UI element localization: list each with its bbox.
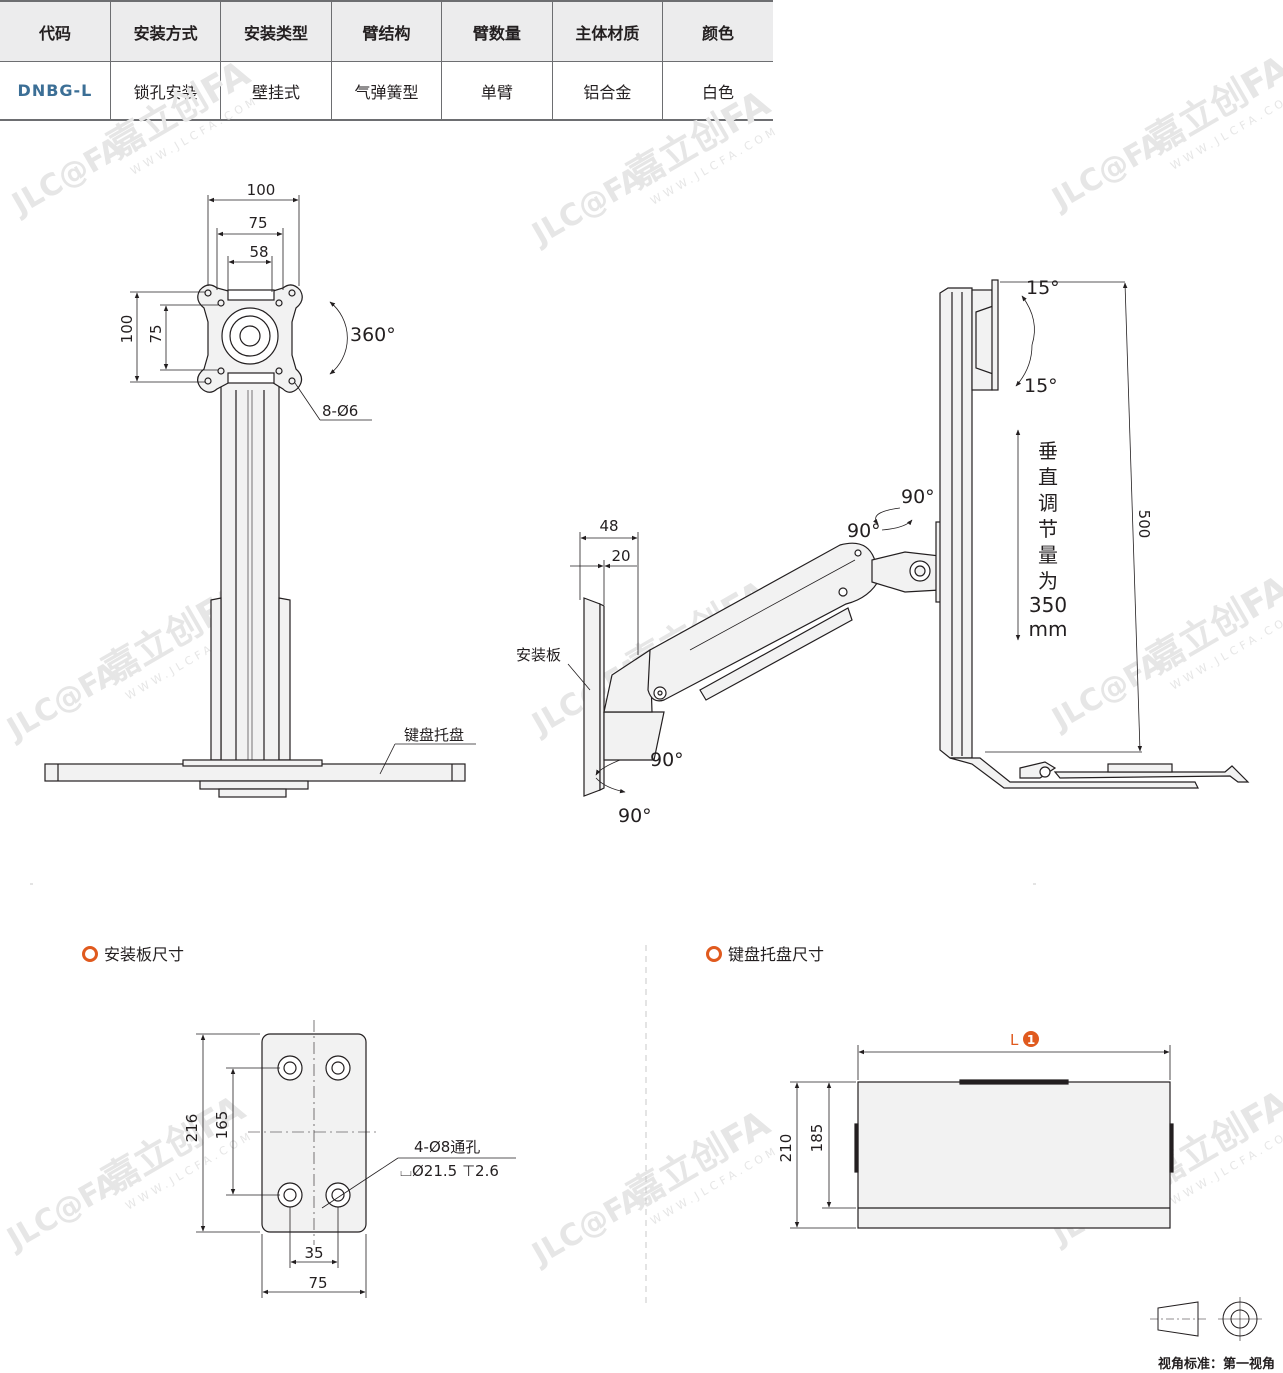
spec-data-row: DNBG-L 锁孔安装 壁挂式 气弹簧型 单臂 铝合金 白色 (0, 61, 773, 121)
dim-width-58: 58 (249, 243, 268, 261)
cell-code: DNBG-L (0, 61, 111, 121)
header-mount-type: 安装类型 (220, 0, 332, 62)
side-column (939, 287, 973, 759)
base-b: 90° (618, 805, 652, 827)
header-arm-count: 臂数量 (441, 0, 553, 62)
dim-75: 75 (308, 1274, 327, 1292)
projection-label: 视角标准：第一视角 (1158, 1356, 1275, 1372)
dim-height-75: 75 (147, 324, 165, 343)
swivel-a: 90° (901, 486, 935, 508)
holes-8-6: 8-Ø6 (322, 402, 358, 420)
note-badge-number: 1 (1027, 1033, 1035, 1047)
hole-note-1: 4-Ø8通孔 (414, 1138, 480, 1156)
dim-35: 35 (304, 1244, 323, 1262)
side-tray (949, 757, 1199, 789)
header-material: 主体材质 (551, 0, 663, 62)
dim-width-75: 75 (248, 214, 267, 232)
side-arm (647, 542, 881, 702)
watermark-6: JLC@FA 嘉立创FA WWW.JLCFA.COM (1045, 568, 1283, 738)
cell-arm-count: 单臂 (441, 61, 553, 121)
tray-section-title: 键盘托盘尺寸 (728, 945, 824, 964)
header-arm-structure: 臂结构 (330, 0, 442, 62)
dim-500: 500 (1135, 510, 1153, 539)
dim-48: 48 (599, 517, 618, 535)
mount-plate-drawing (248, 1020, 380, 1245)
header-color: 颜色 (662, 0, 773, 62)
bullet-icon (706, 946, 722, 962)
dim-width-100: 100 (247, 181, 276, 199)
note-badge (1023, 1031, 1039, 1047)
front-pole (220, 379, 280, 773)
vertical-char-3: 调 (1038, 491, 1058, 515)
rotation-360: 360° (350, 324, 396, 346)
mount-plate-label: 安装板 (516, 646, 561, 664)
cell-mount-type: 壁挂式 (220, 61, 332, 121)
vertical-char-4: 节 (1038, 517, 1058, 541)
bullet-icon (82, 946, 98, 962)
tilt-top: 15° (1026, 277, 1060, 299)
watermark-8: JLC@FA 嘉立创FA WWW.JLCFA.COM (525, 1103, 781, 1273)
dim-210: 210 (777, 1134, 795, 1163)
watermark-2: JLC@FA 嘉立创FA WWW.JLCFA.COM (525, 83, 781, 253)
tray-dimensions (790, 1045, 1171, 1229)
tray-drawing (854, 1079, 1174, 1229)
base-a: 90° (650, 749, 684, 771)
vertical-char-1: 垂 (1038, 439, 1058, 463)
vertical-char-5: 量 (1038, 543, 1058, 567)
plate-dimensions (196, 1033, 516, 1298)
watermark-3: JLC@FA 嘉立创FA WWW.JLCFA.COM (1045, 48, 1283, 218)
tilt-bottom: 15° (1024, 375, 1058, 397)
tray-label: 键盘托盘 (404, 726, 464, 744)
plate-section-title: 安装板尺寸 (104, 945, 184, 964)
cell-color: 白色 (662, 61, 773, 121)
vertical-unit: mm (1029, 617, 1068, 641)
hole-note-2: ⌴Ø21.5 ⊤2.6 (400, 1162, 499, 1180)
dim-216: 216 (183, 1114, 201, 1143)
side-dimensions (567, 281, 1143, 794)
header-mount-method: 安装方式 (109, 0, 221, 62)
vertical-char-6: 为 (1038, 569, 1058, 593)
spec-header-row: 代码 安装方式 安装类型 臂结构 臂数量 主体材质 颜色 (0, 0, 773, 62)
dim-20: 20 (611, 547, 630, 565)
front-dimensions (130, 195, 476, 775)
spec-table: 代码 安装方式 安装类型 臂结构 臂数量 主体材质 颜色 DNBG-L 锁孔安装… (0, 0, 773, 121)
cell-arm-structure: 气弹簧型 (330, 61, 442, 121)
cell-mount-method: 锁孔安装 (109, 61, 221, 121)
dim-165: 165 (213, 1111, 231, 1140)
projection-symbol-icon (1150, 1297, 1262, 1341)
cell-material: 铝合金 (551, 61, 663, 121)
swivel-b: 90° (847, 520, 881, 542)
front-view (44, 284, 466, 798)
dim-height-100: 100 (118, 315, 136, 344)
vertical-value: 350 (1029, 593, 1067, 617)
watermark-1: JLC@FA 嘉立创FA WWW.JLCFA.COM (5, 53, 261, 223)
header-code: 代码 (0, 0, 111, 62)
side-mount-plate (583, 597, 601, 797)
vertical-char-2: 直 (1038, 465, 1058, 489)
dim-L: L (1010, 1031, 1019, 1049)
side-view (583, 279, 1250, 797)
dim-185: 185 (808, 1124, 826, 1153)
